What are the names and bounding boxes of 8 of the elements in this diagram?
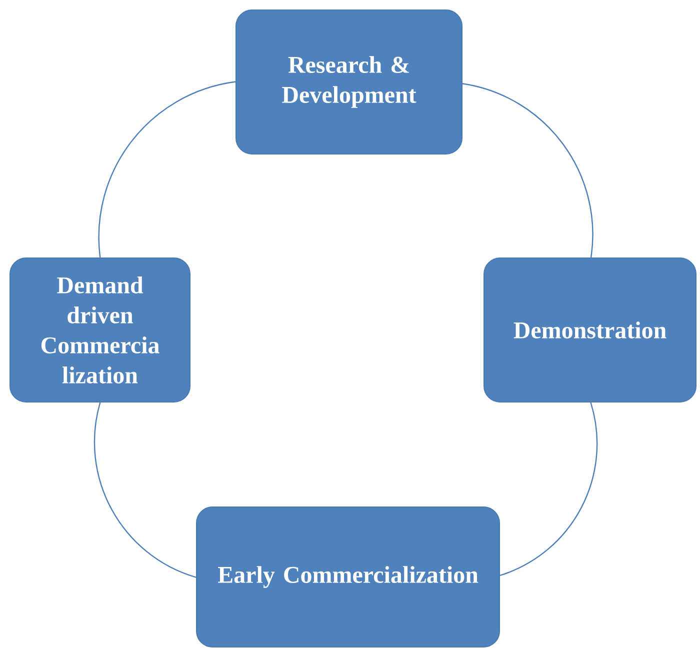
process-box: Demonstration [484,258,697,402]
arc-connector [94,402,196,578]
process-box: Research & Development [236,10,462,154]
process-box: Demand driven Commercia lization [10,258,190,402]
arc-connector [98,81,236,258]
arc-connector [500,402,598,576]
arc-connector [462,83,594,258]
process-box: Early Commercialization [196,506,500,648]
